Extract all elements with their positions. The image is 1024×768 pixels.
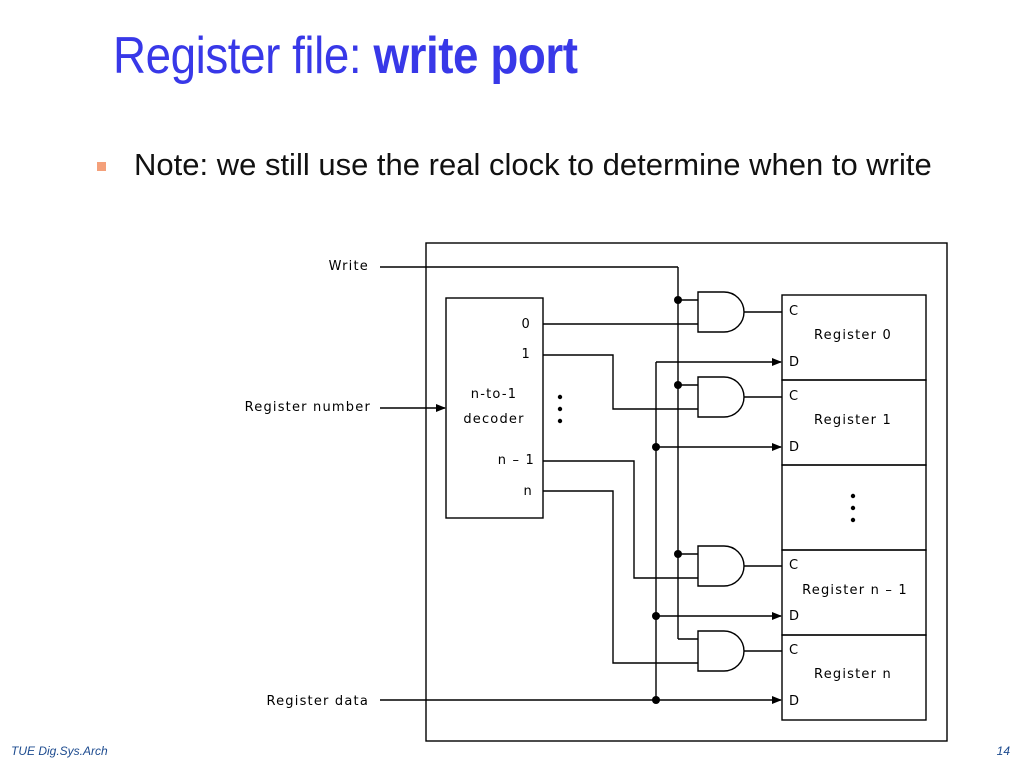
and-gate-1	[697, 376, 745, 418]
and-gate-n-1	[697, 545, 745, 587]
bullet-marker	[97, 162, 106, 171]
and-gate-0	[697, 291, 745, 333]
decoder-output-n: n	[524, 484, 533, 499]
decoder-label-line1: n-to-1	[471, 387, 517, 402]
register-0-name: Register 0	[814, 328, 892, 343]
register-0-d: D	[789, 355, 800, 370]
register-n-d: D	[789, 694, 800, 709]
and-gate-n	[697, 630, 745, 672]
decoder-box	[445, 297, 544, 519]
decoder-ellipsis-dot	[557, 394, 563, 400]
title-bold: write port	[373, 27, 578, 85]
bullet-text: Note: we still use the real clock to det…	[134, 147, 932, 182]
register-n-1-d: D	[789, 609, 800, 624]
title-regular: Register file:	[113, 27, 374, 85]
decoder-output-n-1: n – 1	[498, 453, 535, 468]
junction-dot	[674, 550, 682, 558]
footer-course: TUE Dig.Sys.Arch	[11, 744, 108, 758]
diagram-frame	[425, 242, 948, 742]
register-number-label: Register number	[245, 400, 371, 415]
register-ellipsis-dot	[850, 517, 856, 523]
decoder-ellipsis-dot	[557, 406, 563, 412]
register-n-name: Register n	[814, 667, 892, 682]
register-data-label: Register data	[266, 694, 369, 709]
junction-dot	[674, 296, 682, 304]
register-1-c: C	[789, 389, 799, 404]
decoder-output-0: 0	[522, 317, 531, 332]
junction-dot	[674, 381, 682, 389]
footer-page-number: 14	[996, 744, 1010, 758]
register-n-1-name: Register n – 1	[802, 583, 908, 598]
junction-dot	[652, 696, 660, 704]
decoder-label-line2: decoder	[463, 412, 524, 427]
decoder-out-1-wire	[543, 354, 698, 410]
decoder-out-n-wire	[543, 490, 698, 664]
register-ellipsis-dot	[850, 493, 856, 499]
junction-dot	[652, 443, 660, 451]
decoder-out-n-1-wire	[543, 460, 698, 579]
register-ellipsis-dot	[850, 505, 856, 511]
junction-dot	[652, 612, 660, 620]
decoder-ellipsis-dot	[557, 418, 563, 424]
write-label: Write	[329, 259, 369, 274]
register-n-1-c: C	[789, 558, 799, 573]
register-1-name: Register 1	[814, 413, 892, 428]
register-n-box	[781, 634, 927, 721]
register-n-c: C	[789, 643, 799, 658]
decoder-output-1: 1	[522, 347, 531, 362]
slide-title: Register file: write port	[113, 30, 578, 82]
register-0-c: C	[789, 304, 799, 319]
register-1-d: D	[789, 440, 800, 455]
